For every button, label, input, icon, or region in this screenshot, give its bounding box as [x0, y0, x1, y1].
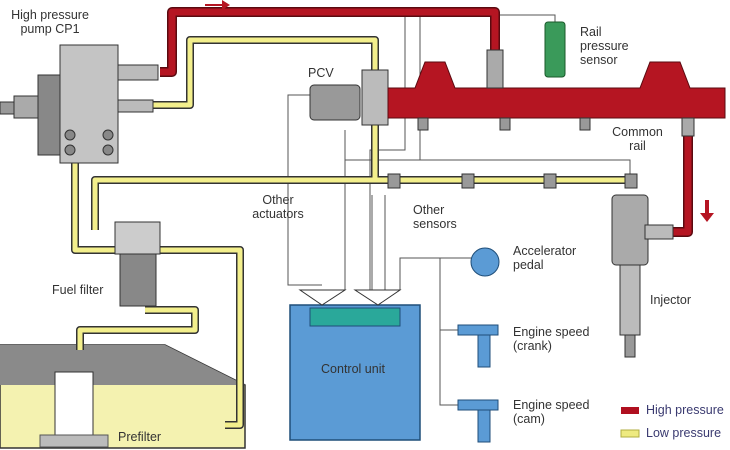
pcv-valve	[309, 69, 389, 126]
label-control-unit: Control unit	[321, 362, 385, 376]
label-pump: High pressure pump CP1	[11, 8, 89, 36]
label-rail-sensor: Rail pressure sensor	[580, 25, 629, 67]
control-unit-box	[289, 289, 421, 441]
flow-arrow-icon	[205, 0, 230, 10]
label-speed-cam: Engine speed (cam)	[513, 398, 590, 426]
legend-high-label: High pressure	[646, 403, 724, 417]
label-injector: Injector	[650, 293, 691, 307]
label-common-rail: Common rail	[612, 125, 663, 153]
label-fuel-filter: Fuel filter	[52, 283, 104, 297]
legend-swatch-low	[620, 429, 640, 438]
label-speed-crank: Engine speed (crank)	[513, 325, 590, 353]
label-other-actuators: Other actuators	[252, 193, 304, 221]
fuel-filter	[114, 221, 161, 307]
label-accelerator: Accelerator pedal	[513, 244, 577, 272]
label-pcv: PCV	[308, 66, 334, 80]
injector	[611, 194, 674, 358]
common-rail	[387, 21, 726, 189]
label-prefilter: Prefilter	[118, 430, 162, 444]
sensors	[457, 247, 500, 443]
high-pressure-pump	[0, 44, 159, 164]
low-pressure-lines	[71, 36, 630, 429]
legend-low-label: Low pressure	[646, 426, 722, 440]
high-pressure-lines	[160, 0, 714, 237]
label-other-sensors: Other sensors	[413, 203, 457, 231]
legend-swatch-high	[621, 407, 639, 414]
fuel-tank	[0, 344, 246, 449]
flow-arrow-icon	[700, 200, 714, 222]
